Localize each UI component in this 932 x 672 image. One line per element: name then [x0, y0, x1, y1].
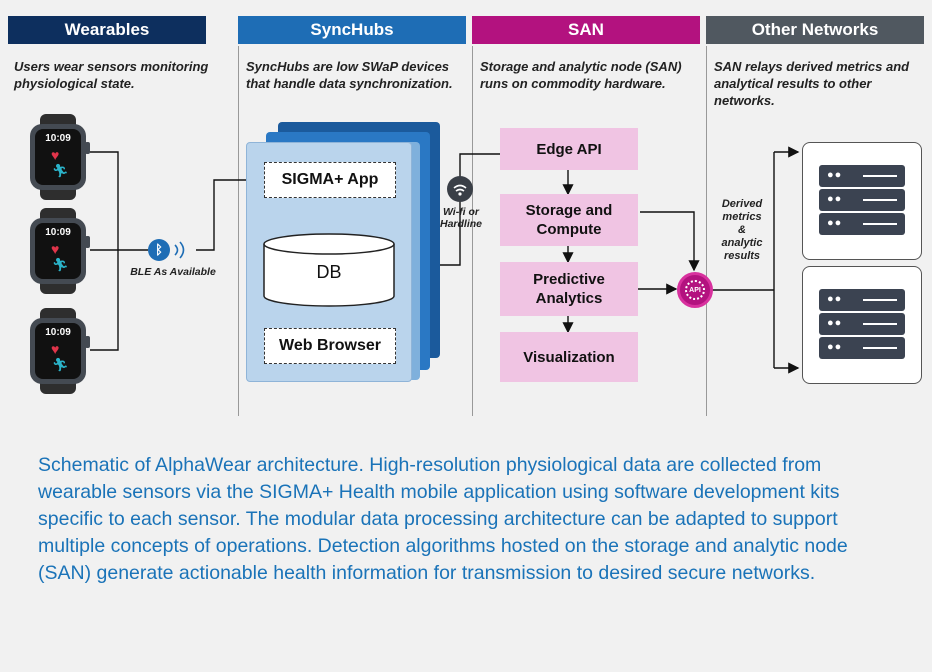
predictive-analytics-box: Predictive Analytics [500, 262, 638, 316]
synchubs-description: SyncHubs are low SWaP devices that handl… [246, 59, 453, 91]
runner-icon: 🏃︎ [52, 163, 69, 178]
wearables-description: Users wear sensors monitoring physiologi… [14, 59, 209, 91]
web-browser-box: Web Browser [264, 328, 396, 364]
edge-api-box: Edge API [500, 128, 638, 170]
derived-line-4: analytic [721, 237, 763, 249]
storage-to-api-arrow [640, 211, 700, 272]
signal-waves-icon [174, 241, 185, 259]
derived-line-3: & [738, 224, 746, 236]
figure-caption: Schematic of AlphaWear architecture. Hig… [38, 454, 848, 584]
storage-compute-box: Storage and Compute [500, 194, 638, 246]
derived-line-2: metrics [722, 211, 762, 223]
predictive-analytics-line2: Analytics [535, 290, 603, 307]
server-rack-bottom: ●● ●● ●● [802, 266, 922, 384]
watch-time: 10:09 [45, 133, 71, 144]
storage-compute-line1: Storage and [525, 202, 613, 219]
other-networks-description: SAN relays derived metrics and analytica… [714, 59, 910, 108]
heart-icon: ♥ [51, 147, 60, 163]
ble-label: BLE As Available [130, 266, 216, 278]
api-badge-label: API [685, 280, 705, 300]
watch-bracket [90, 151, 119, 351]
wearables-header: Wearables [8, 16, 206, 44]
watch-time: 10:09 [45, 327, 71, 338]
predictive-analytics-line1: Predictive [533, 271, 605, 288]
synchubs-header: SyncHubs [238, 16, 466, 44]
san-description: Storage and analytic node (SAN) runs on … [480, 59, 682, 91]
server-rack-top: ●● ●● ●● [802, 142, 922, 260]
api-gear-icon: API [677, 272, 713, 308]
sigma-app-box: SIGMA+ App [264, 162, 396, 198]
watch-time: 10:09 [45, 227, 71, 238]
wifi-icon [447, 176, 473, 202]
divider-3 [706, 46, 707, 416]
heart-icon: ♥ [51, 241, 60, 257]
bluetooth-icon: ᛒ [148, 239, 170, 261]
derived-metrics-label: Derived metrics & analytic results [714, 198, 770, 263]
smartwatch-1: 10:09 ♥ 🏃︎ [30, 114, 90, 200]
other-networks-header: Other Networks [706, 16, 924, 44]
smartwatch-2: 10:09 ♥ 🏃︎ [30, 208, 90, 294]
divider-2 [472, 46, 473, 416]
storage-compute-line2: Compute [536, 221, 602, 238]
divider-1 [238, 46, 239, 416]
runner-icon: 🏃︎ [52, 357, 69, 372]
database-label: DB [316, 262, 342, 282]
link-label-line1: Wi-fi or [442, 206, 480, 218]
database-cylinder [263, 233, 395, 307]
ble-to-app-arrow [196, 174, 264, 251]
runner-icon: 🏃︎ [52, 257, 69, 272]
san-header: SAN [472, 16, 700, 44]
derived-line-5: results [723, 250, 761, 262]
smartwatch-3: 10:09 ♥ 🏃︎ [30, 308, 90, 394]
derived-line-1: Derived [721, 198, 763, 210]
heart-icon: ♥ [51, 341, 60, 357]
visualization-box: Visualization [500, 332, 638, 382]
link-label-line2: Hardline [439, 218, 482, 230]
